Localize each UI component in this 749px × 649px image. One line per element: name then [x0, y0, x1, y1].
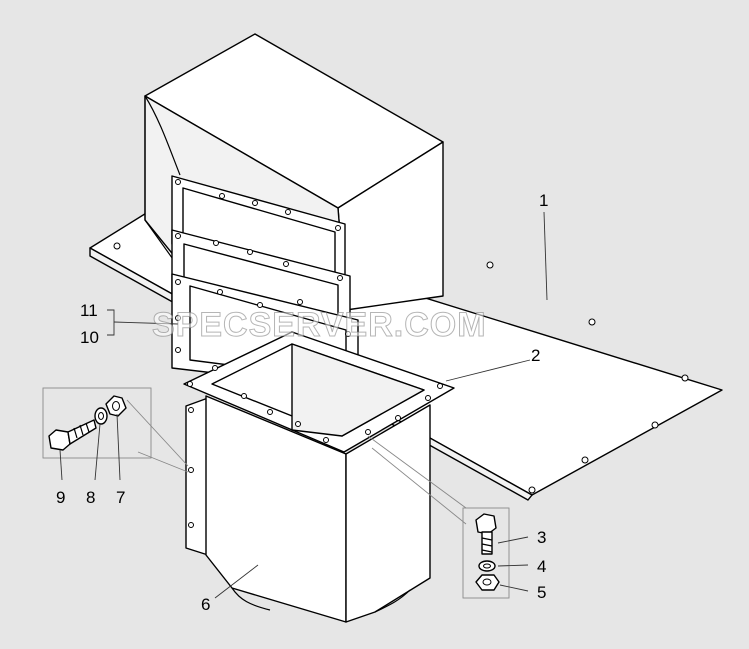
duct-body [185, 395, 431, 623]
duct-flange [183, 331, 455, 453]
callout-leaders [59, 211, 548, 599]
washer-8 [94, 407, 108, 425]
fastener-leader-right-a [367, 435, 467, 509]
bolt-3 [475, 513, 497, 555]
bolt-9 [48, 419, 97, 451]
callout-5: 5 [537, 583, 546, 602]
callout-8: 8 [86, 488, 95, 507]
callout-6: 6 [201, 595, 210, 614]
callout-2: 2 [531, 346, 540, 365]
fastener-leader-right-b [371, 447, 467, 525]
callout-1: 1 [539, 191, 548, 210]
callout-numbers: 1 2 3 4 5 6 7 8 9 10 11 [56, 191, 548, 614]
nut-7 [105, 395, 127, 417]
callout-3: 3 [537, 528, 546, 547]
callout-4: 4 [537, 557, 546, 576]
nut-5 [475, 574, 500, 591]
washer-4 [478, 560, 496, 572]
base-plate-holes [113, 242, 689, 494]
fastener-frame-right [462, 507, 510, 599]
fastener-set-right [367, 435, 510, 599]
fastener-leader-left-a [126, 399, 189, 467]
fastener-set-left [42, 387, 189, 473]
callout-11: 11 [80, 301, 98, 320]
callout-9: 9 [56, 488, 65, 507]
callout-10: 10 [80, 328, 99, 347]
callout-7: 7 [116, 488, 125, 507]
watermark-text: SPECSERVER.COM [152, 306, 487, 344]
fastener-leader-left-b [137, 451, 189, 473]
